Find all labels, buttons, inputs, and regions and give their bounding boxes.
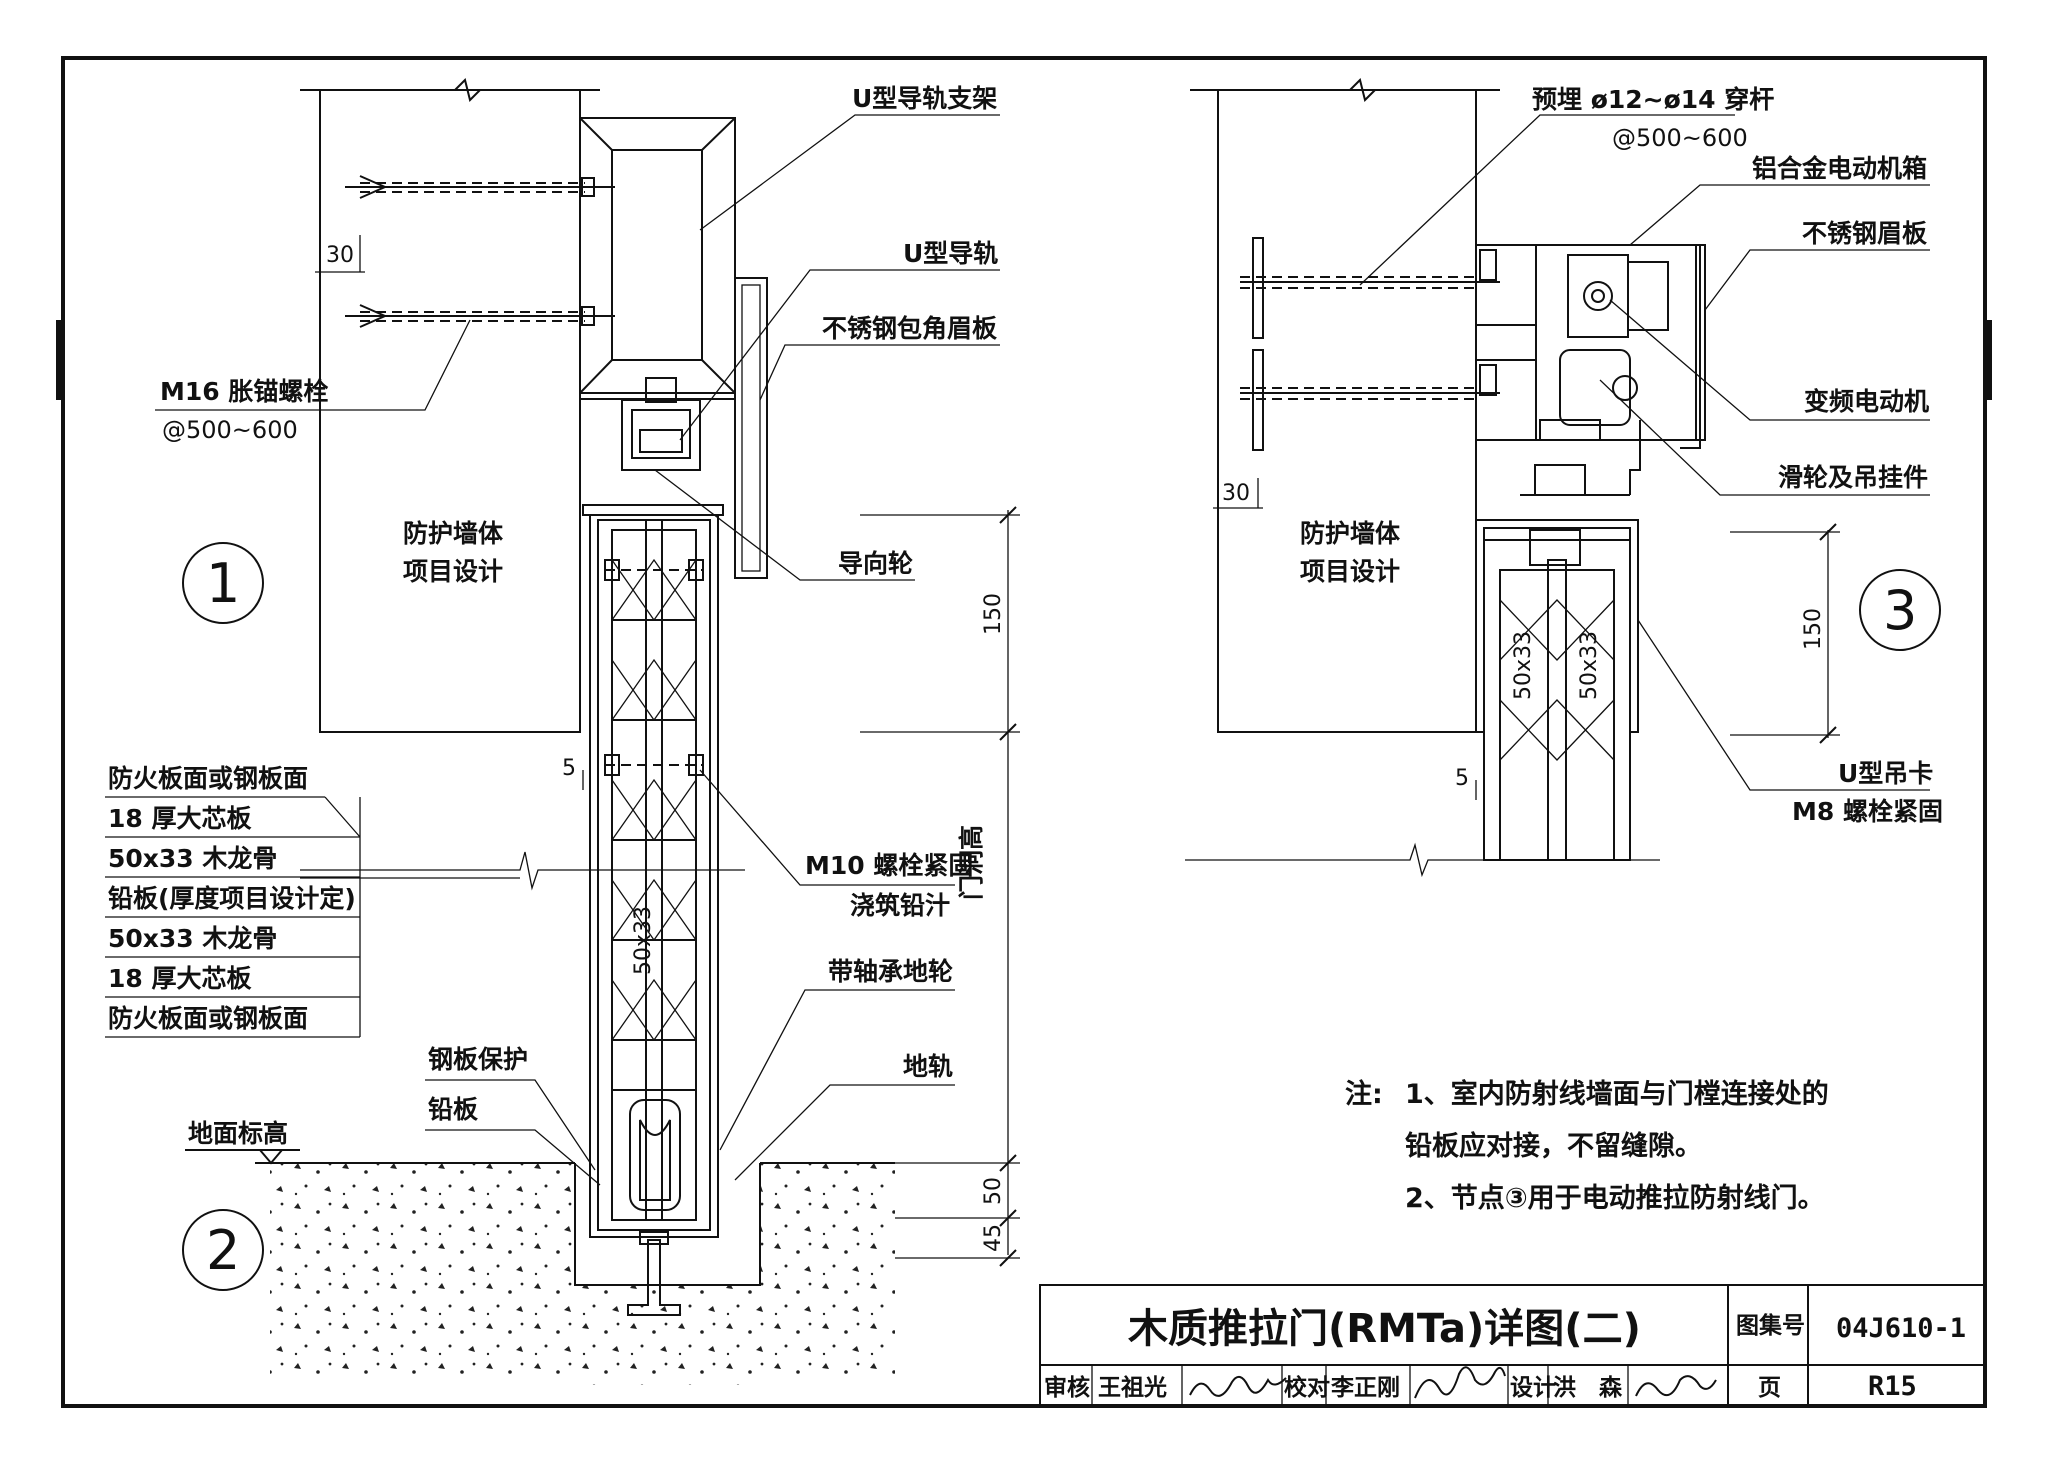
label-u-rail: U型导轨 [903,239,998,268]
designer-signature [1635,1375,1717,1397]
label-door-height: 门洞高 [957,825,986,900]
u-rail [621,377,701,471]
dim-30-right: 30 [1222,481,1250,506]
protective-wall-right [1217,89,1477,733]
layer-2: 18 厚大芯板 [108,804,252,833]
checker-signature [1414,1366,1506,1399]
ss-corner-plate [734,277,768,579]
reviewer-signature [1189,1375,1287,1397]
u-rail-bracket [579,117,736,400]
dim-30-left: 30 [326,243,354,268]
note-1b: 铅板应对接，不留缝隙。 [1405,1130,1702,1162]
node-2-circle [182,1209,264,1291]
node-1-number: 1 [206,552,240,615]
label-u-clip: U型吊卡 [1838,759,1933,788]
designer-name: 洪 森 [1553,1374,1623,1401]
label-wall: 防护墙体 [403,519,504,548]
stud-size-left: 50x33 [631,906,656,975]
dim-150-left: 150 [981,593,1006,635]
review-label: 审核 [1044,1374,1090,1401]
layer-table: 防火板面或钢板面 18 厚大芯板 50x33 木龙骨 铅板(厚度项目设计定) 5… [105,764,361,1038]
layer-5: 50x33 木龙骨 [108,924,277,953]
node-2-number: 2 [206,1219,240,1282]
node-3-circle [1859,569,1941,651]
title-block: 木质推拉门(RMTa)详图(二) 图集号 04J610-1 页 R15 审核 王… [1039,1284,1986,1407]
notes-head: 注: [1345,1078,1383,1110]
label-steel-protect: 钢板保护 [428,1045,528,1074]
sheet-title: 木质推拉门(RMTa)详图(二) [1128,1306,1641,1352]
embed-rods [1240,237,1500,451]
anchor-bolts [345,175,615,328]
label-anchor-bolt: M16 胀锚螺栓 [160,377,328,406]
ground-pit [255,1162,895,1385]
label-m10-bolt: M10 螺栓紧固 [805,851,973,880]
reviewer-name: 王祖光 [1098,1375,1167,1401]
motor-box [1475,244,1706,441]
label-ss-plate: 不锈钢眉板 [1802,219,1927,248]
label-embed-rod: 预埋 ø12~ø14 穿杆 [1532,85,1774,114]
left-detail: 30 [105,78,1020,1385]
label-motor-box: 铝合金电动机箱 [1752,154,1927,183]
left-dims: 150 50 45 门洞高 [860,506,1020,1267]
label-ground-level: 地面标高 [188,1119,288,1148]
checker-name: 李正刚 [1331,1375,1400,1401]
dim-45: 45 [981,1224,1006,1252]
dim-5-right: 5 [1455,766,1469,791]
door-leaf [582,504,724,1238]
design-label: 设计 [1510,1375,1556,1401]
dim-50: 50 [981,1177,1006,1205]
label-m8-bolt: M8 螺栓紧固 [1792,797,1943,826]
notes: 注: 1、室内防射线墙面与门樘连接处的 铅板应对接，不留缝隙。 2、节点③用于电… [1345,1078,1829,1214]
page-label: 页 [1758,1375,1781,1401]
node-3-number: 3 [1883,579,1917,642]
label-wall-sub: 项目设计 [403,557,503,586]
atlas-number: 04J610-1 [1836,1313,1966,1344]
dim-5-left: 5 [562,756,576,781]
layer-3: 50x33 木龙骨 [108,844,277,873]
label-vf-motor: 变频电动机 [1804,387,1929,416]
right-detail: 30 50x33 50x33 150 5 预埋 ø12~ø14 穿杆 @500~… [1185,78,1943,878]
layer-7: 防火板面或钢板面 [108,1004,308,1033]
stud-size-right-a: 50x33 [1511,631,1536,700]
stud-size-right-b: 50x33 [1577,631,1602,700]
note-1a: 1、室内防射线墙面与门樘连接处的 [1405,1078,1829,1110]
check-label: 校对 [1284,1374,1330,1401]
page-number: R15 [1868,1371,1917,1402]
note-2: 2、节点③用于电动推拉防射线门。 [1405,1182,1825,1214]
label-bearing-wheel: 带轴承地轮 [828,957,953,986]
label-anchor-spacing: @500~600 [162,416,298,444]
layer-1: 防火板面或钢板面 [108,764,308,793]
label-embed-spacing: @500~600 [1612,124,1748,152]
sheet-border [61,56,1987,1408]
label-ground-rail: 地轨 [903,1052,953,1081]
layer-6: 18 厚大芯板 [108,964,252,993]
door-top-right [1475,519,1639,861]
atlas-label: 图集号 [1736,1312,1805,1339]
label-u-rail-bracket: U型导轨支架 [852,84,997,113]
label-pulley: 滑轮及吊挂件 [1778,463,1928,492]
label-lead-pour: 浇筑铅汁 [850,891,950,920]
label-guide-wheel: 导向轮 [838,549,913,578]
node-1-circle [182,542,264,624]
layer-4: 铅板(厚度项目设计定) [108,884,356,913]
label-wall-right: 防护墙体 [1300,519,1401,548]
label-ss-corner-plate: 不锈钢包角眉板 [822,314,997,343]
label-wall-sub-right: 项目设计 [1300,557,1400,586]
dim-150-right: 150 [1801,608,1826,650]
label-lead-plate: 铅板 [428,1095,478,1124]
